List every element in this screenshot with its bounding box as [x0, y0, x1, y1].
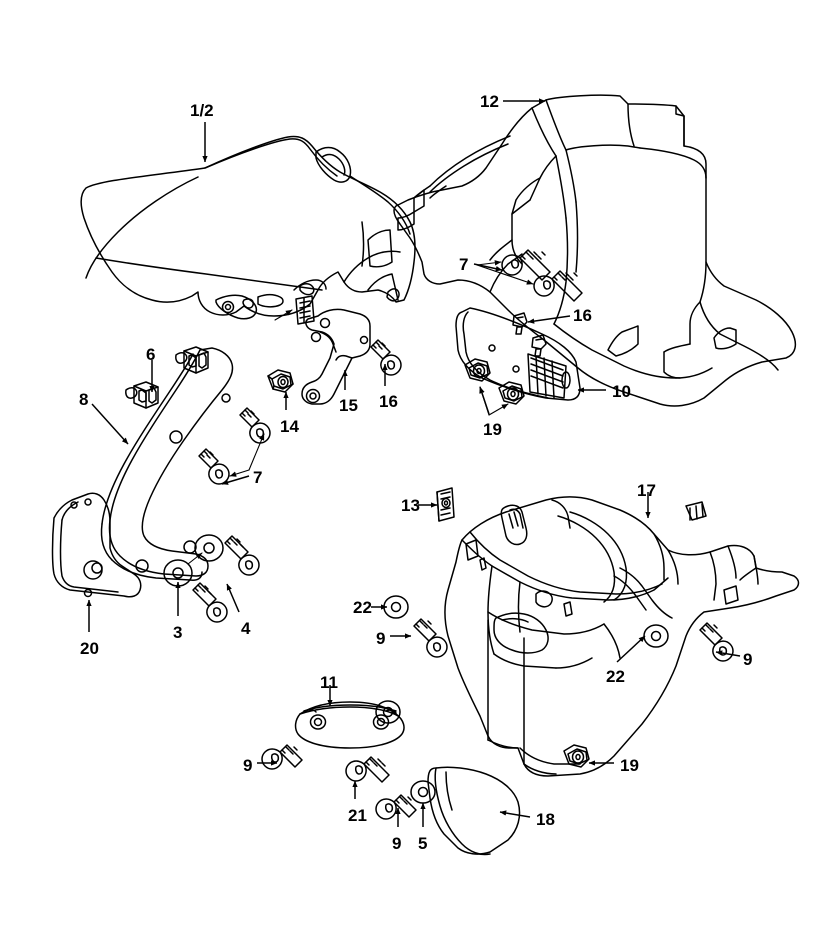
callout-number-19[interactable]: 19 [483, 420, 502, 439]
callout-leader-16 [527, 315, 571, 324]
callout-number-13[interactable]: 13 [401, 496, 420, 515]
callout-number-16[interactable]: 16 [379, 392, 398, 411]
screw-9d[interactable] [375, 794, 417, 820]
callout-number-4[interactable]: 4 [241, 619, 251, 638]
callout-leader-18 [499, 810, 531, 818]
nut-19-b[interactable] [498, 381, 525, 405]
fender-clip[interactable] [295, 295, 315, 325]
callout-number-8[interactable]: 8 [79, 390, 89, 409]
screw-16[interactable] [370, 339, 402, 376]
callout-leader-22 [616, 635, 646, 663]
cover-11[interactable] [294, 701, 405, 749]
callout-leader-8 [91, 403, 129, 445]
nut-19-a[interactable] [464, 358, 491, 382]
washer-22[interactable] [383, 595, 409, 619]
screw-7-a[interactable] [501, 249, 551, 281]
callout-number-17[interactable]: 17 [637, 481, 656, 500]
bracket-20[interactable] [51, 492, 142, 598]
callout-number-15[interactable]: 15 [339, 396, 358, 415]
screw-9c[interactable] [261, 744, 303, 770]
callout-number-1-2[interactable]: 1/2 [190, 101, 214, 120]
nut-19b[interactable] [563, 744, 590, 768]
washer-22b[interactable] [643, 624, 669, 648]
screw-7-b[interactable] [533, 270, 583, 302]
washer-3b[interactable] [194, 534, 224, 562]
callout-number-18[interactable]: 18 [536, 810, 555, 829]
footrest-trim[interactable] [100, 347, 234, 581]
front-fender[interactable] [80, 135, 416, 320]
footrest-board[interactable] [393, 94, 797, 407]
screw-7b-a[interactable] [239, 407, 271, 444]
callout-number-7[interactable]: 7 [459, 255, 469, 274]
callout-number-9[interactable]: 9 [743, 650, 753, 669]
clip-16-a[interactable] [512, 312, 528, 335]
callout-number-22[interactable]: 22 [606, 667, 625, 686]
clip-13[interactable] [436, 487, 455, 522]
screw-9[interactable] [413, 618, 448, 658]
screw-4-a[interactable] [224, 535, 260, 576]
nut-14[interactable] [267, 369, 294, 393]
callout-leader-4 [226, 583, 240, 613]
callout-number-16[interactable]: 16 [573, 306, 592, 325]
callout-number-3[interactable]: 3 [173, 623, 183, 642]
side-cover-18[interactable] [427, 766, 521, 856]
clip-16-b[interactable] [531, 334, 547, 357]
callout-number-6[interactable]: 6 [146, 345, 156, 364]
callout-number-9[interactable]: 9 [376, 629, 386, 648]
callout-number-12[interactable]: 12 [480, 92, 499, 111]
callout-number-22[interactable]: 22 [353, 598, 372, 617]
rear-fender[interactable] [444, 496, 800, 777]
callout-leader-7 [473, 263, 503, 272]
clip-6-a[interactable] [175, 346, 209, 374]
callout-number-11[interactable]: 11 [320, 673, 338, 692]
callout-number-14[interactable]: 14 [280, 417, 299, 436]
callout-number-9[interactable]: 9 [243, 756, 253, 775]
callout-number-20[interactable]: 20 [80, 639, 99, 658]
washer-5[interactable] [410, 780, 436, 804]
callout-number-19[interactable]: 19 [620, 756, 639, 775]
callout-leader-7 [221, 475, 250, 485]
callout-leader-19 [479, 386, 490, 415]
clip-6-b[interactable] [125, 381, 159, 409]
callout-number-5[interactable]: 5 [418, 834, 428, 853]
screw-4-b[interactable] [192, 582, 228, 623]
screw-9b[interactable] [699, 622, 734, 662]
screw-21[interactable] [345, 756, 390, 783]
screw-7b-b[interactable] [198, 448, 230, 485]
callout-number-10[interactable]: 10 [612, 382, 631, 401]
bracket-15[interactable] [301, 308, 371, 405]
callout-number-7[interactable]: 7 [253, 468, 263, 487]
callout-number-21[interactable]: 21 [348, 806, 367, 825]
callout-number-9[interactable]: 9 [392, 834, 402, 853]
callout-leader-9 [715, 650, 741, 657]
